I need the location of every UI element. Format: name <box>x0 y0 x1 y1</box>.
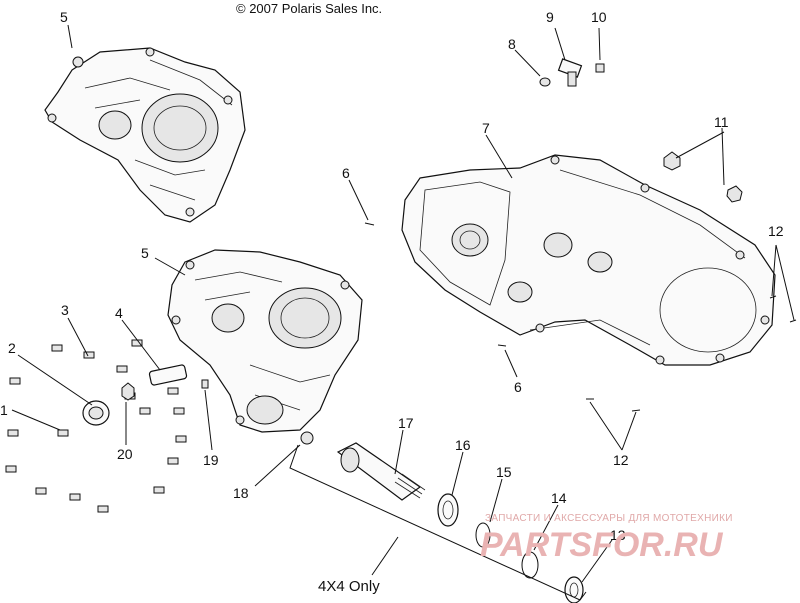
watermark-brand: PARTSFOR.RU <box>480 526 724 564</box>
breather-fitting-parts-8-9-10 <box>539 58 605 87</box>
front-drive-shaft-assembly <box>300 431 584 603</box>
callout-12-upper: 12 <box>768 223 784 239</box>
callout-12-lower: 12 <box>613 452 629 468</box>
bolt-part-11 <box>663 151 743 203</box>
callout-20: 20 <box>117 446 133 462</box>
callout-7: 7 <box>482 120 490 136</box>
callout-9: 9 <box>546 9 554 25</box>
callout-3: 3 <box>61 302 69 318</box>
bolt <box>5 339 187 513</box>
callout-11: 11 <box>714 114 729 130</box>
callout-19: 19 <box>203 452 219 468</box>
callout-5-upper: 5 <box>60 9 68 25</box>
callout-8: 8 <box>508 36 516 52</box>
watermark: ЗАПЧАСТИ И АКСЕССУАРЫ ДЛЯ МОТОТЕХНИКИ PA… <box>480 513 733 564</box>
callout-4: 4 <box>115 305 123 321</box>
leader-lines <box>11 24 795 601</box>
gearcase-lower-part-5 <box>167 249 363 433</box>
watermark-tagline: ЗАПЧАСТИ И АКСЕССУАРЫ ДЛЯ МОТОТЕХНИКИ <box>485 513 733 524</box>
dowel-pins <box>364 222 797 412</box>
callout-6-left: 6 <box>342 165 350 181</box>
callout-13: 13 <box>610 527 626 543</box>
cover-part-7 <box>401 154 776 366</box>
4x4-only-caption: 4X4 Only <box>318 578 380 595</box>
callout-14: 14 <box>551 490 567 506</box>
callout-2: 2 <box>8 340 16 356</box>
callout-1: 1 <box>0 402 8 418</box>
callout-5-lower: 5 <box>141 245 149 261</box>
copyright-text: © 2007 Polaris Sales Inc. <box>236 1 382 16</box>
fasteners-group <box>5 339 209 513</box>
gearcase-upper-part-5 <box>44 47 246 223</box>
callout-10: 10 <box>591 9 607 25</box>
callout-18: 18 <box>233 485 249 501</box>
callout-6-right: 6 <box>514 379 522 395</box>
callout-17: 17 <box>398 415 414 431</box>
callout-16: 16 <box>455 437 471 453</box>
callout-labels: 5 5 7 9 10 8 11 6 6 12 12 3 4 2 1 20 19 … <box>0 9 784 543</box>
callout-15: 15 <box>496 464 512 480</box>
